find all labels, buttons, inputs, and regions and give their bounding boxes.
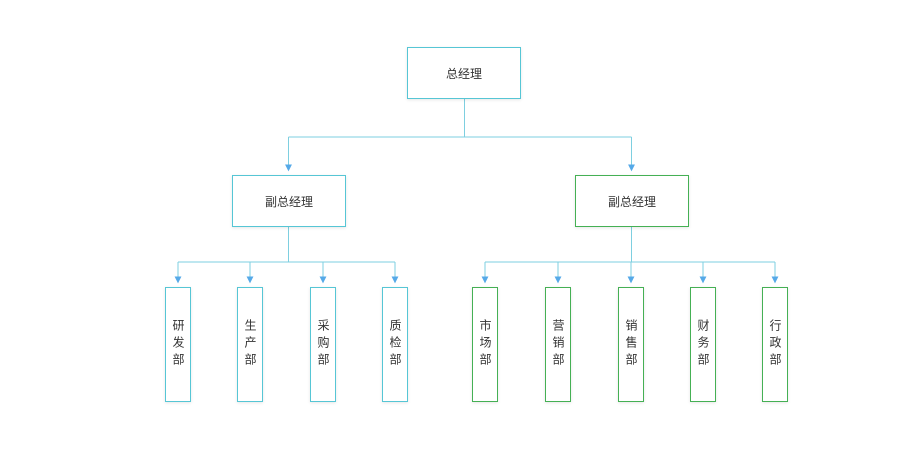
node-label: 采购部	[316, 319, 330, 370]
node-label: 生产部	[243, 319, 257, 370]
node-dept-sales[interactable]: 销售部	[618, 287, 644, 402]
node-dept-market[interactable]: 市场部	[472, 287, 498, 402]
node-label: 研发部	[171, 319, 185, 370]
node-label: 行政部	[768, 319, 782, 370]
node-dept-production[interactable]: 生产部	[237, 287, 263, 402]
node-deputy-manager-right[interactable]: 副总经理	[575, 175, 689, 227]
node-label: 质检部	[388, 319, 402, 370]
node-dept-quality[interactable]: 质检部	[382, 287, 408, 402]
node-dept-procurement[interactable]: 采购部	[310, 287, 336, 402]
node-label: 副总经理	[264, 194, 313, 209]
node-label: 副总经理	[607, 194, 656, 209]
node-label: 市场部	[478, 319, 492, 370]
node-label: 销售部	[624, 319, 638, 370]
node-deputy-manager-left[interactable]: 副总经理	[232, 175, 346, 227]
node-label: 财务部	[696, 319, 710, 370]
node-dept-finance[interactable]: 财务部	[690, 287, 716, 402]
node-dept-admin[interactable]: 行政部	[762, 287, 788, 402]
node-dept-rnd[interactable]: 研发部	[165, 287, 191, 402]
node-label: 营销部	[551, 319, 565, 370]
node-general-manager[interactable]: 总经理	[407, 47, 521, 99]
node-label: 总经理	[445, 66, 482, 81]
node-dept-marketing[interactable]: 营销部	[545, 287, 571, 402]
